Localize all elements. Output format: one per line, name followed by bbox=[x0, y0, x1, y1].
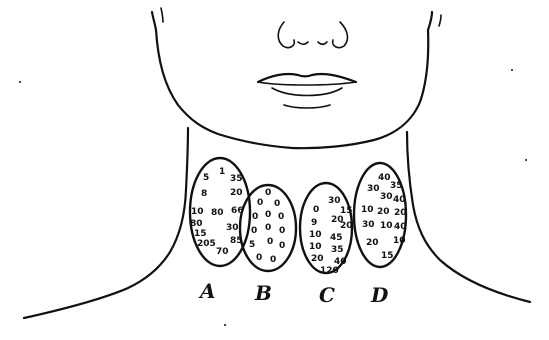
region-a-value: 85 bbox=[230, 236, 243, 246]
region-b-value: 0 bbox=[252, 212, 258, 222]
region-b-value: 0 bbox=[256, 253, 262, 263]
region-c-value: 10 bbox=[309, 242, 322, 252]
region-b-values: 0 0 0 0 0 0 0 0 0 5 0 0 0 0 bbox=[249, 188, 285, 265]
region-c-value: 35 bbox=[331, 245, 344, 255]
region-b-value: 0 bbox=[265, 210, 271, 220]
region-d-value: 10 bbox=[361, 205, 374, 215]
region-a-value: 10 bbox=[191, 207, 204, 217]
region-b-value: 0 bbox=[265, 188, 271, 198]
region-b-label: B bbox=[254, 281, 272, 305]
region-d-label: D bbox=[370, 283, 389, 307]
region-a-value: 205 bbox=[197, 239, 216, 249]
region-b-value: 0 bbox=[274, 199, 280, 209]
region-b-value: 0 bbox=[265, 223, 271, 233]
region-a-value: 20 bbox=[230, 188, 243, 198]
region-c-value: 20 bbox=[340, 221, 353, 231]
region-a-value: 80 bbox=[190, 219, 203, 229]
region-b-value: 0 bbox=[257, 198, 263, 208]
region-d-value: 30 bbox=[367, 184, 380, 194]
region-d-value: 30 bbox=[362, 220, 375, 230]
region-c-values: 30 15 0 20 9 20 10 45 10 35 20 40 120 bbox=[309, 196, 353, 276]
region-a-label: A bbox=[198, 279, 216, 303]
region-a-value: 30 bbox=[226, 223, 239, 233]
region-c-value: 10 bbox=[309, 230, 322, 240]
region-d-value: 40 bbox=[394, 222, 407, 232]
region-a-value: 80 bbox=[211, 208, 224, 218]
region-b-value: 5 bbox=[249, 240, 255, 250]
region-d-value: 10 bbox=[393, 236, 406, 246]
region-a-value: 70 bbox=[216, 247, 229, 257]
region-d-value: 40 bbox=[378, 173, 391, 183]
region-c-value: 20 bbox=[311, 254, 324, 264]
region-b-value: 0 bbox=[251, 226, 257, 236]
region-c-value: 45 bbox=[330, 233, 343, 243]
region-b-value: 0 bbox=[279, 241, 285, 251]
region-d-value: 10 bbox=[380, 221, 393, 231]
region-a-value: 1 bbox=[219, 167, 225, 177]
region-c-value: 0 bbox=[313, 205, 319, 215]
region-a-value: 66 bbox=[231, 206, 244, 216]
region-d-value: 15 bbox=[381, 251, 394, 261]
region-b-value: 0 bbox=[278, 212, 284, 222]
region-d-value: 20 bbox=[377, 207, 390, 217]
region-d-value: 20 bbox=[394, 208, 407, 218]
region-c-value: 30 bbox=[328, 196, 341, 206]
region-a-value: 8 bbox=[201, 189, 207, 199]
region-a-value: 35 bbox=[230, 174, 243, 184]
region-d-value: 20 bbox=[366, 238, 379, 248]
region-d-value: 35 bbox=[390, 181, 403, 191]
region-a-value: 5 bbox=[203, 173, 209, 183]
region-a-values: 5 1 35 8 20 10 80 66 80 15 30 85 205 70 bbox=[190, 167, 244, 257]
face-outline bbox=[19, 8, 530, 326]
region-d-value: 40 bbox=[393, 195, 406, 205]
region-c-label: C bbox=[319, 283, 335, 307]
region-d-value: 30 bbox=[380, 192, 393, 202]
region-b-value: 0 bbox=[270, 255, 276, 265]
region-c-value: 9 bbox=[311, 218, 317, 228]
region-a-value: 15 bbox=[194, 229, 207, 239]
region-b-value: 0 bbox=[267, 237, 273, 247]
region-c-value: 120 bbox=[320, 266, 339, 276]
region-b-value: 0 bbox=[279, 226, 285, 236]
